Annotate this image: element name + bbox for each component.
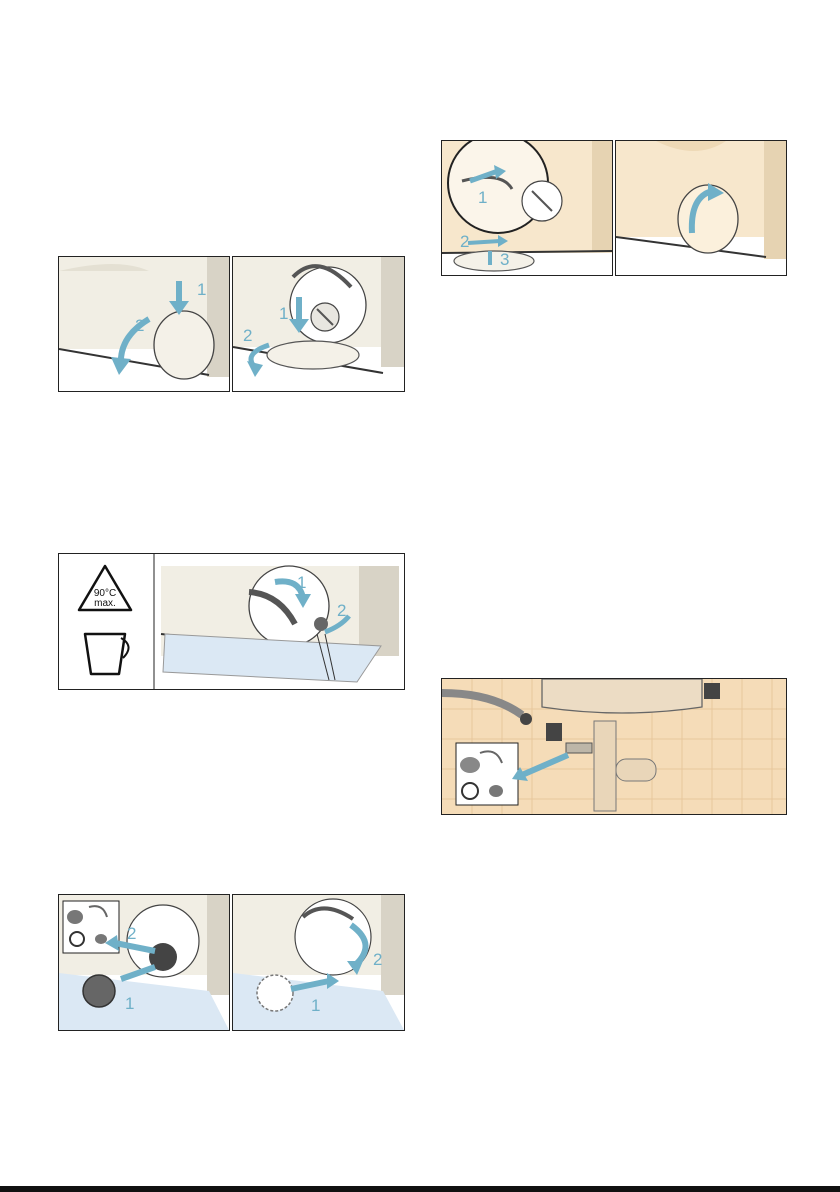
figure-emergency-drain: 90°C max. 1 2 <box>58 553 405 690</box>
page-bottom-bar <box>0 1186 840 1192</box>
step-number-2: 2 <box>460 232 469 251</box>
figure-remove-pump-filter: 2 1 <box>58 894 230 1031</box>
figure-remove-flap-step: 1 2 <box>232 256 405 392</box>
step-number-2: 2 <box>337 601 346 620</box>
figure-open-service-flap-step: 1 2 <box>58 256 230 392</box>
figure-reattach-flap-step: 1 2 3 <box>441 140 613 276</box>
figure-close-flap <box>615 140 787 276</box>
figure-drain-siphon <box>441 678 787 815</box>
step-number-1: 1 <box>197 280 206 299</box>
step-number-1: 1 <box>478 188 487 207</box>
figure-insert-pump-filter: 1 2 <box>232 894 405 1031</box>
step-number-1: 1 <box>279 304 288 323</box>
step-number-3: 3 <box>500 250 509 269</box>
bucket-icon <box>85 634 125 674</box>
step-number-1: 1 <box>297 573 306 592</box>
temperature-max: max. <box>94 598 116 609</box>
step-number-2: 2 <box>243 326 252 345</box>
step-number-1: 1 <box>311 996 320 1015</box>
step-number-2: 2 <box>127 924 136 943</box>
step-number-2: 2 <box>373 950 382 969</box>
step-number-2: 2 <box>135 316 144 335</box>
step-number-1: 1 <box>125 994 134 1013</box>
